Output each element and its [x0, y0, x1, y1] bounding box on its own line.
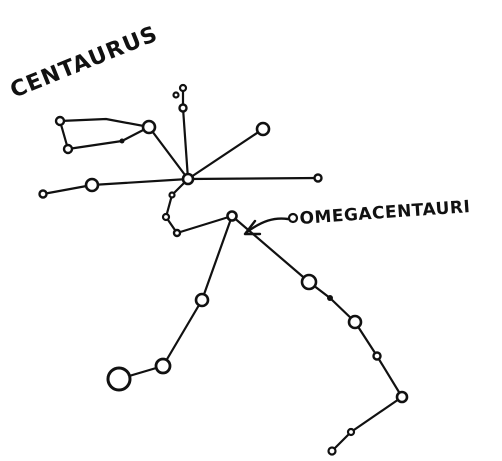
star: [163, 214, 169, 220]
star: [348, 429, 354, 435]
line-left-leg: [119, 216, 232, 379]
line-upper-right: [188, 129, 263, 179]
star: [120, 139, 125, 144]
star: [329, 448, 336, 455]
star: [315, 175, 322, 182]
star: [108, 368, 130, 390]
star: [40, 191, 47, 198]
star: [143, 121, 155, 133]
line-right-horizontal: [188, 178, 318, 179]
line-upper-left-loop: [60, 119, 149, 149]
line-right-arm: [232, 216, 402, 451]
star: [257, 123, 269, 135]
constellation-stars: [40, 85, 408, 455]
star: [180, 85, 186, 91]
star: [174, 230, 180, 236]
star: [196, 294, 208, 306]
callout-circle: [289, 214, 297, 222]
star: [156, 359, 170, 373]
line-upper-left-to-hub: [149, 127, 188, 179]
star: [174, 93, 179, 98]
star: [86, 179, 98, 191]
star: [180, 105, 187, 112]
line-top-stem: [183, 108, 188, 179]
star: [349, 316, 361, 328]
star-omega-centauri: [228, 212, 237, 221]
star: [302, 275, 316, 289]
star: [327, 295, 333, 301]
callout-label: OMEGACENTAURI: [299, 197, 471, 229]
star: [56, 117, 64, 125]
star: [374, 353, 381, 360]
star: [170, 193, 175, 198]
line-hub-s-curve: [166, 179, 232, 233]
star: [183, 174, 193, 184]
star: [397, 392, 407, 402]
constellation-title: CENTAURUS: [7, 22, 162, 104]
omega-centauri-callout: OMEGACENTAURI: [245, 197, 471, 234]
line-left-horizontal: [43, 179, 188, 194]
star: [64, 145, 72, 153]
constellation-lines: [43, 88, 402, 451]
